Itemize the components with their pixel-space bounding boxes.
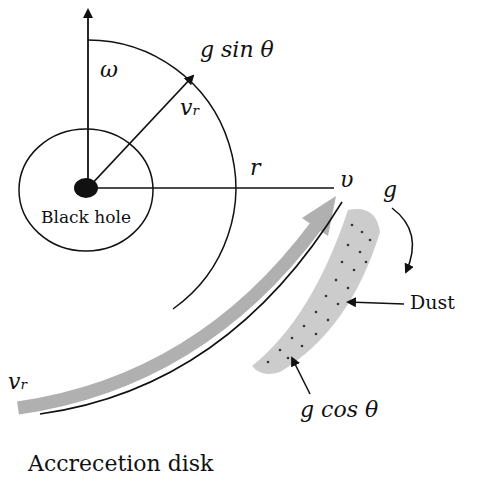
gcos-leader <box>292 358 310 394</box>
force-label: g sin θ <box>200 38 274 62</box>
disk-band <box>18 226 316 408</box>
velocity-curve <box>40 202 342 414</box>
omega-symbol: ω <box>100 58 118 82</box>
omega-axis <box>87 10 89 188</box>
disk-label: Accrecetion disk <box>28 452 213 476</box>
dust-dots <box>267 224 372 364</box>
gravity-label: g <box>383 178 397 202</box>
dust-leader <box>348 302 404 304</box>
dust-label: Dust <box>410 292 455 313</box>
velocity-label: vᵣ <box>8 370 28 394</box>
disk-arrowhead <box>302 196 336 236</box>
orbit-arc <box>88 40 236 309</box>
dust-region <box>252 209 380 374</box>
black-hole-dot <box>74 178 98 198</box>
velocity-label: υ <box>340 168 353 192</box>
g-curved-arrow <box>392 208 412 272</box>
ellipse-outline <box>18 128 154 252</box>
velocity-label: vᵣ <box>180 96 200 120</box>
g-sin-arrow <box>88 76 193 188</box>
radius-label: r <box>250 156 261 180</box>
force-label: g cos θ <box>300 398 378 422</box>
black-hole-ellipse: Black hole <box>18 128 154 252</box>
node-label: Black hole <box>41 208 131 227</box>
radius-line <box>88 187 334 189</box>
